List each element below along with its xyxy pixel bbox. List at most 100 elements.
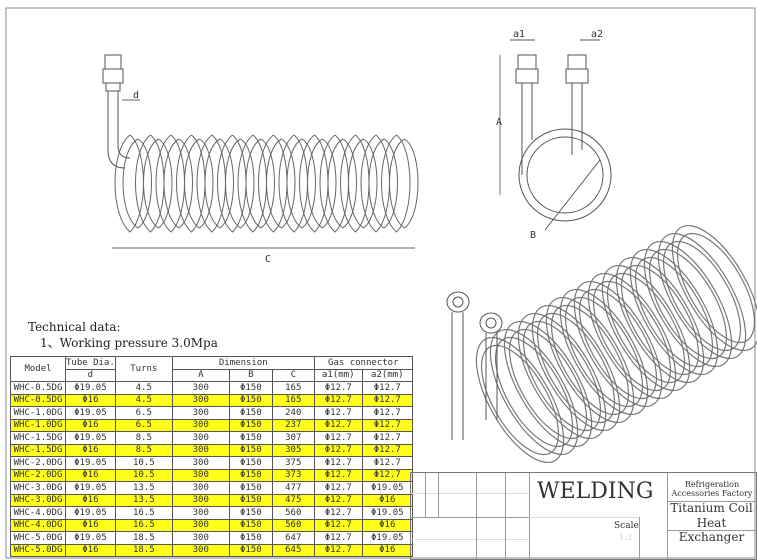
brand-name: WELDING xyxy=(537,479,654,504)
table-cell: 13.5 xyxy=(114,493,173,507)
table-cell: WHC-0.5DG xyxy=(10,381,66,395)
coil-turn xyxy=(522,320,602,432)
coil-turn xyxy=(629,248,719,376)
table-cell: 237 xyxy=(271,418,315,432)
table-cell: Φ16 xyxy=(65,493,116,507)
coil-turn xyxy=(135,134,165,233)
table-cell: Φ16 xyxy=(65,518,116,532)
coil-turn xyxy=(114,134,144,233)
table-cell: Φ19.05 xyxy=(65,481,116,495)
table-cell: 240 xyxy=(271,406,315,420)
header-d: d xyxy=(65,368,116,382)
coil-turn xyxy=(601,264,691,392)
table-cell: WHC-3.0DG xyxy=(10,481,66,495)
coil-turn xyxy=(573,280,663,408)
side-fitting xyxy=(102,54,131,169)
table-cell: Φ19.05 xyxy=(65,381,116,395)
table-cell: 300 xyxy=(171,456,230,470)
table-cell: Φ150 xyxy=(228,506,273,520)
table-cell: WHC-1.5DG xyxy=(10,443,66,457)
spec-table: Model Tube Dia. Turns Dimension Gas conn… xyxy=(10,356,413,557)
table-cell: 4.5 xyxy=(114,393,173,407)
coil-turn xyxy=(671,224,757,352)
header-row: Model Tube Dia. Turns Dimension Gas conn… xyxy=(10,356,413,382)
table-cell: Φ150 xyxy=(228,493,273,507)
coil-turn xyxy=(517,312,607,440)
coil-turn xyxy=(163,138,193,229)
table-cell: Φ12.7 xyxy=(313,393,363,407)
table-cell: Φ150 xyxy=(228,543,273,557)
table-cell: Φ16 xyxy=(361,493,413,507)
table-cell: 300 xyxy=(171,506,230,520)
table-cell: Φ150 xyxy=(228,481,273,495)
coil-turn xyxy=(676,232,756,344)
table-cell: 300 xyxy=(171,406,230,420)
header-dimension: Dimension xyxy=(171,356,315,370)
table-cell: Φ150 xyxy=(228,531,273,545)
coil-turn xyxy=(550,304,630,416)
table-cell: Φ12.7 xyxy=(313,381,363,395)
table-cell: WHC-2.0DG xyxy=(10,456,66,470)
coil-turn xyxy=(615,256,705,384)
table-cell: WHC-3.0DG xyxy=(10,493,66,507)
table-cell: WHC-1.5DG xyxy=(10,431,66,445)
table-cell: 300 xyxy=(171,393,230,407)
technical-data-title: Technical data: xyxy=(28,320,121,334)
coil-turn xyxy=(184,138,214,229)
label-d: d xyxy=(133,90,139,101)
header-a: A xyxy=(171,368,230,382)
company-name: Refrigeration Accessories Factory xyxy=(671,480,753,498)
coil-turn xyxy=(319,134,349,233)
table-cell: 647 xyxy=(271,531,315,545)
table-cell: Φ12.7 xyxy=(361,381,413,395)
table-cell: Φ19.05 xyxy=(65,531,116,545)
table-cell: 300 xyxy=(171,493,230,507)
label-a: A xyxy=(496,117,502,128)
sheet-border xyxy=(5,7,756,559)
header-gas: Gas connector xyxy=(313,356,413,370)
table-cell: Φ19.05 xyxy=(361,506,413,520)
table-cell: Φ12.7 xyxy=(361,393,413,407)
scale-value: 1:3 xyxy=(619,533,632,542)
table-cell: Φ12.7 xyxy=(313,456,363,470)
subheader-row: d A B C a1(mm) a2(mm) xyxy=(11,368,413,382)
title-block: WELDING Refrigeration Accessories Factor… xyxy=(410,472,757,560)
table-cell: 560 xyxy=(271,518,315,532)
table-cell: Φ150 xyxy=(228,418,273,432)
table-cell: Φ12.7 xyxy=(361,468,413,482)
header-b: B xyxy=(228,368,273,382)
table-cell: Φ12.7 xyxy=(313,543,363,557)
table-cell: 300 xyxy=(171,468,230,482)
coil-turn xyxy=(266,138,296,229)
table-cell: WHC-5.0DG xyxy=(10,531,66,545)
coil-turn xyxy=(620,264,700,376)
coil-turn xyxy=(204,138,234,229)
table-cell: 16.5 xyxy=(114,518,173,532)
table-cell: Φ150 xyxy=(228,431,273,445)
table-cell: Φ12.7 xyxy=(361,443,413,457)
coil-turn xyxy=(245,138,275,229)
table-cell: Φ12.7 xyxy=(361,431,413,445)
coil-turn xyxy=(155,134,185,233)
table-cell: 373 xyxy=(271,468,315,482)
coil-turn xyxy=(648,248,728,360)
table-cell: Φ12.7 xyxy=(361,406,413,420)
table-cell: WHC-0.5DG xyxy=(10,393,66,407)
working-pressure: 1、Working pressure 3.0Mpa xyxy=(40,336,218,350)
product-line1: Titanium Coil xyxy=(670,501,753,515)
coil-turn xyxy=(559,288,649,416)
table-cell: 6.5 xyxy=(114,406,173,420)
label-a1: a1 xyxy=(513,29,525,40)
coil-turn xyxy=(389,138,419,229)
coil-turn xyxy=(657,232,747,360)
coil-turn xyxy=(578,288,658,400)
side-view-coil xyxy=(114,134,419,233)
coil-turn xyxy=(340,134,370,233)
